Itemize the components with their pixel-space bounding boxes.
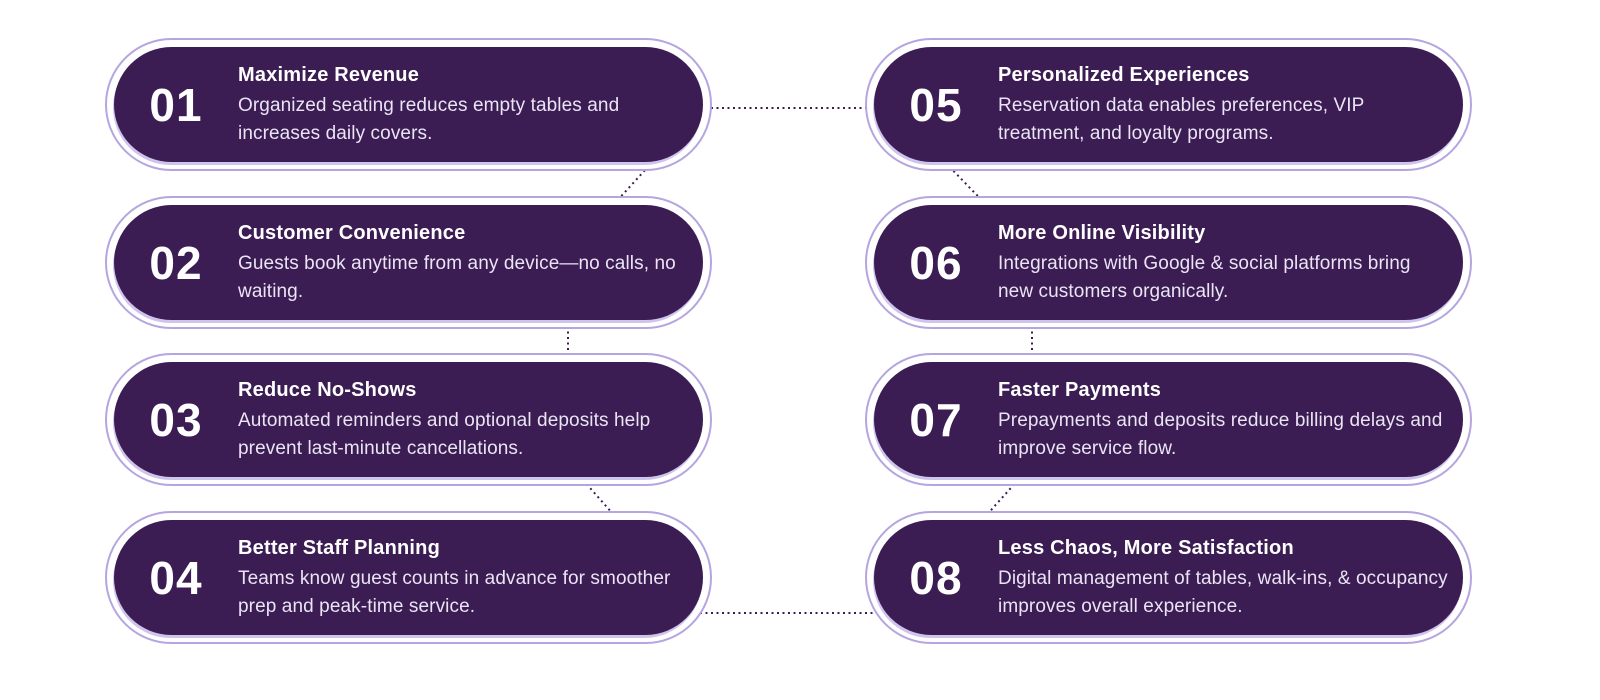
benefit-card-04-pill: 04 Better Staff Planning Teams know gues… — [114, 520, 703, 635]
card-number: 04 — [149, 551, 203, 604]
benefit-card-05: 05 Personalized Experiences Reservation … — [865, 38, 1472, 171]
card-title: Less Chaos, More Satisfaction — [998, 537, 1294, 559]
card-title: Reduce No-Shows — [238, 379, 417, 401]
card-number: 02 — [149, 236, 203, 289]
card-text-block: Personalized Experiences Reservation dat… — [998, 61, 1463, 148]
benefit-card-02: 02 Customer Convenience Guests book anyt… — [105, 196, 712, 329]
card-text-block: Customer Convenience Guests book anytime… — [238, 219, 703, 306]
card-title: Better Staff Planning — [238, 537, 440, 559]
benefit-card-07-pill: 07 Faster Payments Prepayments and depos… — [874, 362, 1463, 477]
card-description: Guests book anytime from any device—no c… — [238, 253, 676, 302]
benefit-card-07: 07 Faster Payments Prepayments and depos… — [865, 353, 1472, 486]
benefit-card-01-pill: 01 Maximize Revenue Organized seating re… — [114, 47, 703, 162]
benefit-card-05-pill: 05 Personalized Experiences Reservation … — [874, 47, 1463, 162]
card-description: Teams know guest counts in advance for s… — [238, 568, 671, 617]
card-description: Organized seating reduces empty tables a… — [238, 95, 620, 144]
card-description: Integrations with Google & social platfo… — [998, 253, 1411, 302]
benefit-card-02-pill: 02 Customer Convenience Guests book anyt… — [114, 205, 703, 320]
benefit-card-03: 03 Reduce No-Shows Automated reminders a… — [105, 353, 712, 486]
card-number: 08 — [909, 551, 963, 604]
card-text-block: Faster Payments Prepayments and deposits… — [998, 376, 1463, 463]
card-title: Maximize Revenue — [238, 64, 420, 86]
card-title: More Online Visibility — [998, 222, 1206, 244]
card-number: 05 — [909, 78, 963, 131]
card-text-block: Better Staff Planning Teams know guest c… — [238, 534, 703, 621]
card-description: Reservation data enables preferences, VI… — [998, 95, 1365, 144]
card-title: Customer Convenience — [238, 222, 466, 244]
benefit-card-06-pill: 06 More Online Visibility Integrations w… — [874, 205, 1463, 320]
card-description: Digital management of tables, walk-ins, … — [998, 568, 1448, 617]
card-number: 03 — [149, 393, 203, 446]
card-text-block: More Online Visibility Integrations with… — [998, 219, 1463, 306]
card-description: Prepayments and deposits reduce billing … — [998, 410, 1443, 459]
card-title: Faster Payments — [998, 379, 1162, 401]
card-text-block: Reduce No-Shows Automated reminders and … — [238, 376, 703, 463]
benefit-card-06: 06 More Online Visibility Integrations w… — [865, 196, 1472, 329]
card-description: Automated reminders and optional deposit… — [238, 410, 651, 459]
card-number: 07 — [909, 393, 963, 446]
benefit-card-08: 08 Less Chaos, More Satisfaction Digital… — [865, 511, 1472, 644]
benefit-card-03-pill: 03 Reduce No-Shows Automated reminders a… — [114, 362, 703, 477]
card-text-block: Maximize Revenue Organized seating reduc… — [238, 61, 703, 148]
connector-card7-card8 — [965, 479, 1019, 539]
card-number: 01 — [149, 78, 203, 131]
card-title: Personalized Experiences — [998, 64, 1250, 86]
benefit-card-04: 04 Better Staff Planning Teams know gues… — [105, 511, 712, 644]
benefit-card-01: 01 Maximize Revenue Organized seating re… — [105, 38, 712, 171]
card-number: 06 — [909, 236, 963, 289]
benefit-card-08-pill: 08 Less Chaos, More Satisfaction Digital… — [874, 520, 1463, 635]
card-text-block: Less Chaos, More Satisfaction Digital ma… — [998, 534, 1463, 621]
